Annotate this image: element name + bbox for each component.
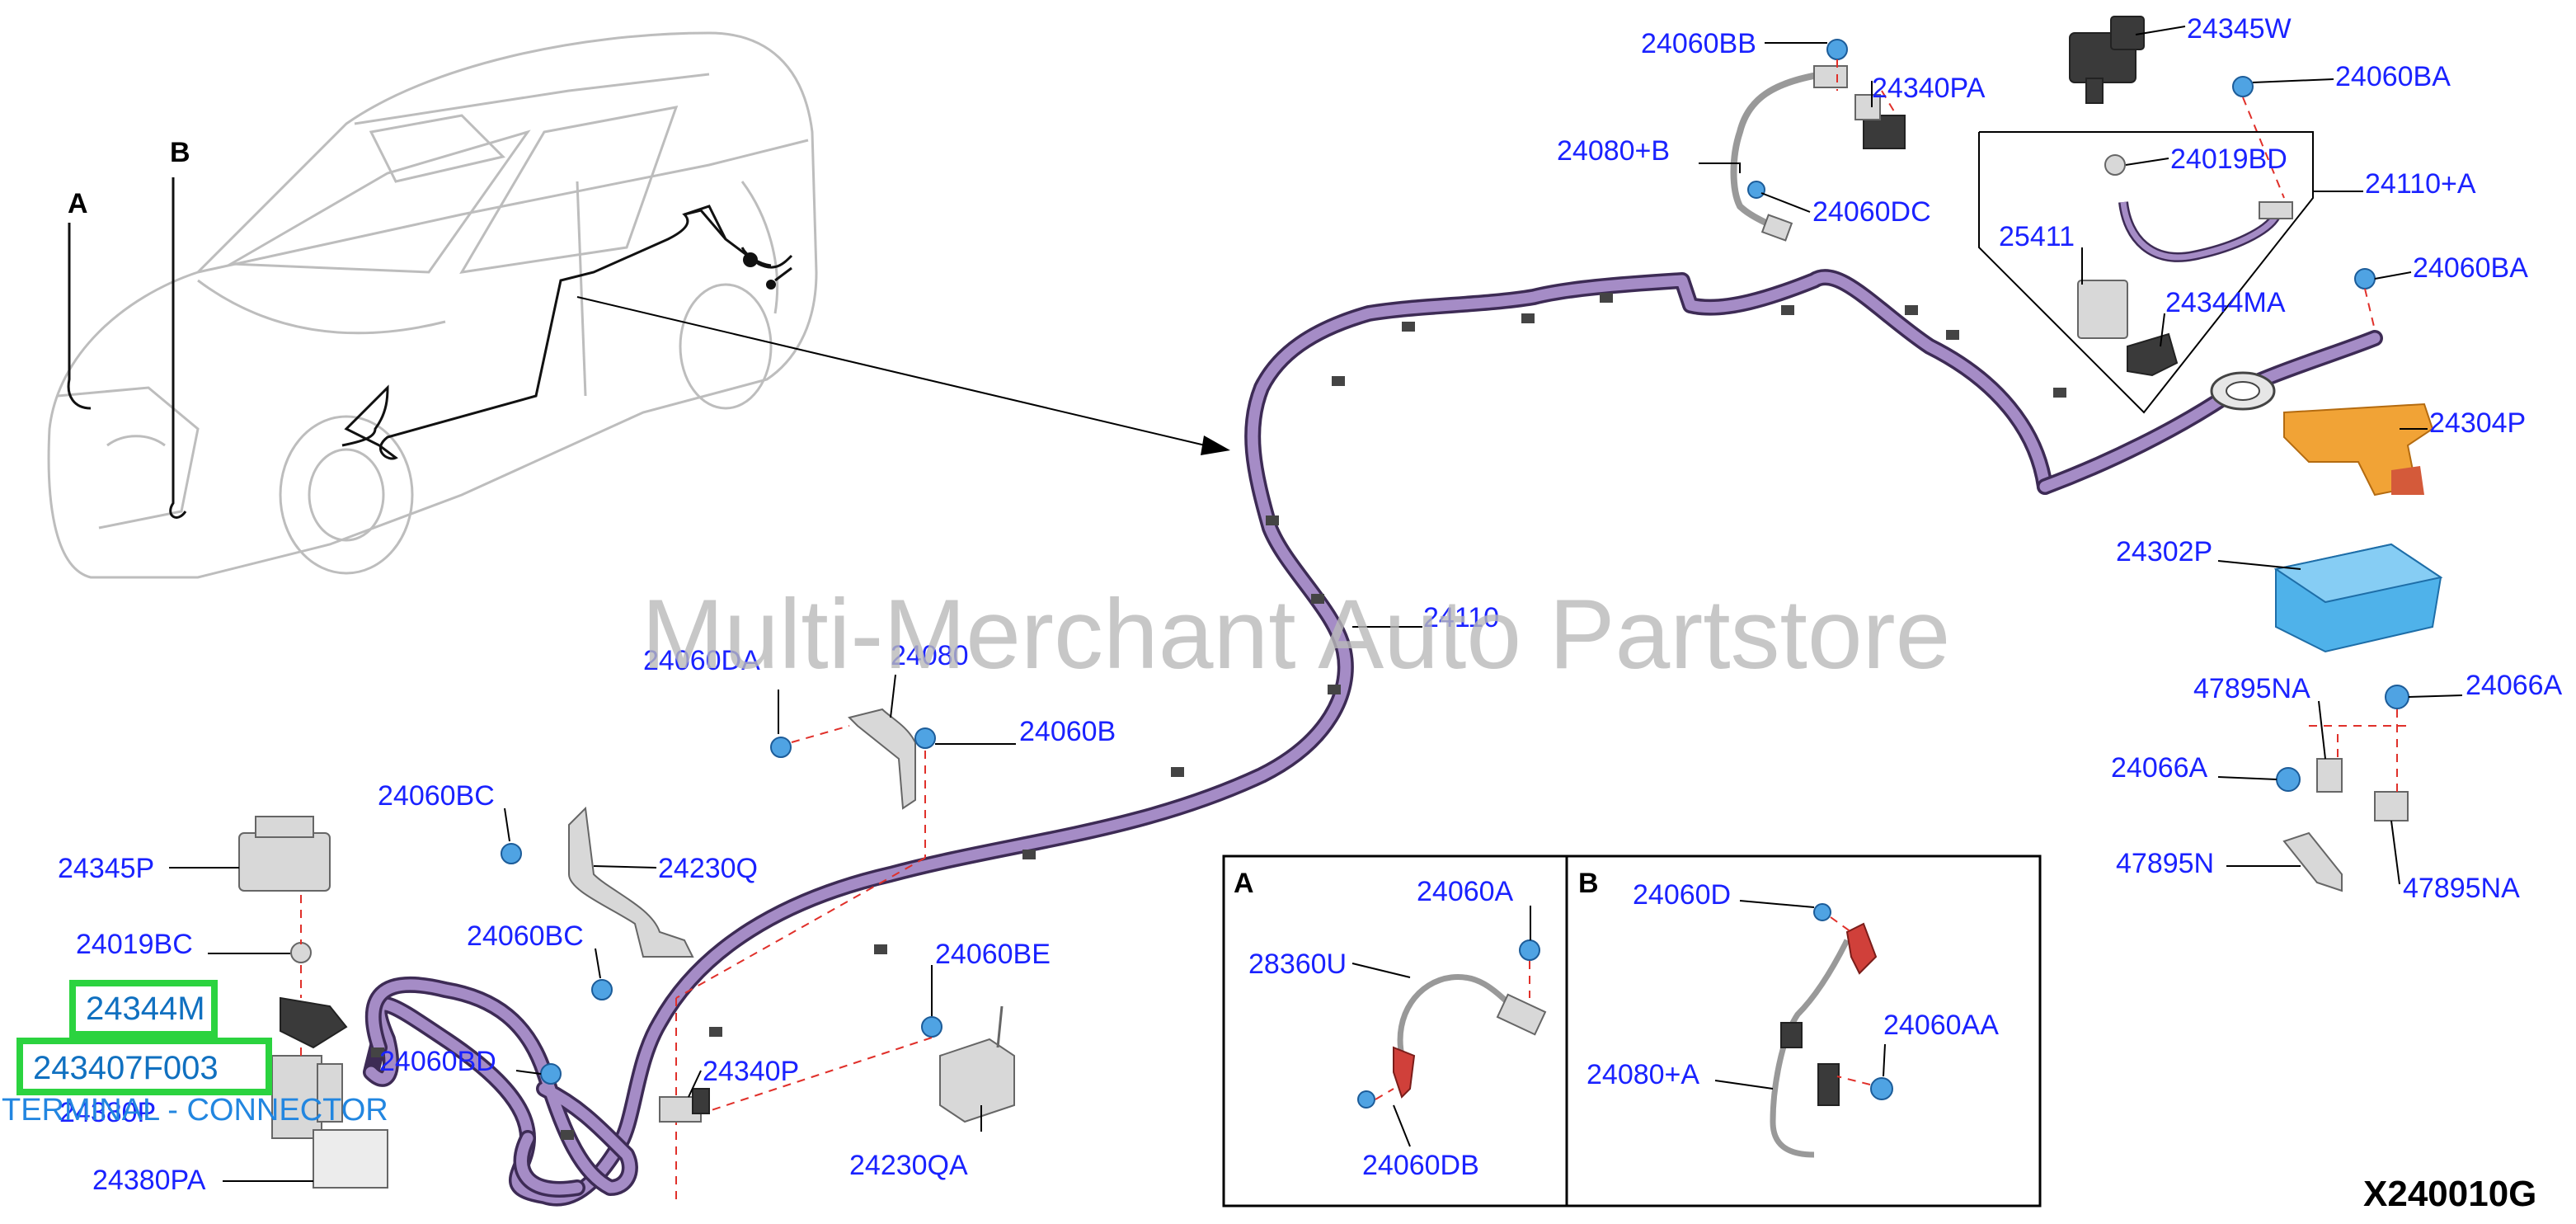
brackets-47895 xyxy=(2276,685,2409,892)
bracket-24080 xyxy=(675,708,936,1204)
bracket-24230qa xyxy=(675,1005,1015,1123)
inset-b-letter: B xyxy=(1578,868,1599,899)
diagram-reference-code: X240010G xyxy=(2363,1174,2536,1214)
highlight-24344m[interactable]: 24344M xyxy=(69,980,218,1038)
bolt-24060ba-mid xyxy=(2354,268,2376,290)
label-47895na-top[interactable]: 47895NA xyxy=(2193,673,2310,704)
label-24060da[interactable]: 24060DA xyxy=(643,645,760,676)
label-24110a[interactable]: 24110+A xyxy=(2365,168,2476,200)
label-24080a[interactable]: 24080+A xyxy=(1586,1059,1699,1090)
label-24380pa[interactable]: 24380PA xyxy=(92,1165,206,1196)
label-24060d[interactable]: 24060D xyxy=(1633,879,1731,911)
part-labels: 24060BB 24340PA 24345W 24060BA 24080+B 2… xyxy=(58,13,2563,1196)
label-24380p[interactable]: 24380P xyxy=(59,1097,156,1128)
label-24019bc[interactable]: 24019BC xyxy=(76,929,193,960)
label-24060bd[interactable]: 24060BD xyxy=(379,1046,496,1077)
inset-24110a xyxy=(1978,131,2314,414)
label-47895n[interactable]: 47895N xyxy=(2116,848,2214,879)
label-24230qa[interactable]: 24230QA xyxy=(849,1150,968,1181)
view-a-letter: A xyxy=(68,188,88,219)
bolt-24060bd xyxy=(540,1063,562,1085)
relay-24345w xyxy=(2069,16,2145,104)
ground-cable-24080b xyxy=(1730,39,1906,242)
bolt-24060ba-top xyxy=(2232,76,2254,97)
label-24060db[interactable]: 24060DB xyxy=(1362,1150,1479,1181)
label-24080b[interactable]: 24080+B xyxy=(1557,135,1670,167)
left-assembly xyxy=(238,816,388,1189)
highlight-243407f003[interactable]: 243407F003 xyxy=(16,1038,272,1095)
label-24066a-left[interactable]: 24066A xyxy=(2111,752,2208,784)
label-24060be[interactable]: 24060BE xyxy=(935,939,1051,970)
watermark: Multi-Merchant Auto Partstore xyxy=(642,579,1950,690)
label-24060dc[interactable]: 24060DC xyxy=(1812,196,1931,228)
label-24340pa[interactable]: 24340PA xyxy=(1872,73,1986,104)
label-24019bd[interactable]: 24019BD xyxy=(2170,144,2287,175)
label-24060bc-1[interactable]: 24060BC xyxy=(378,780,495,812)
highlight-24344m-text: 24344M xyxy=(86,991,205,1027)
label-24110[interactable]: 24110 xyxy=(1423,602,1499,633)
label-24344ma[interactable]: 24344MA xyxy=(2165,287,2286,318)
label-28360u[interactable]: 28360U xyxy=(1248,949,1347,980)
connector-24340p xyxy=(659,1088,710,1123)
label-24060aa[interactable]: 24060AA xyxy=(1883,1010,1999,1041)
label-24066a-right[interactable]: 24066A xyxy=(2466,670,2563,701)
vehicle-overview xyxy=(47,31,818,579)
part-tooltip: TERMINAL - CONNECTOR xyxy=(2,1093,388,1127)
label-47895na-bot[interactable]: 47895NA xyxy=(2403,873,2520,904)
label-24345p[interactable]: 24345P xyxy=(58,853,154,884)
label-24060a[interactable]: 24060A xyxy=(1417,876,1514,907)
label-24230q[interactable]: 24230Q xyxy=(658,853,758,884)
leader-lines xyxy=(169,26,2463,1182)
detail-arrow xyxy=(576,296,1230,455)
label-24060ba-top[interactable]: 24060BA xyxy=(2335,61,2451,92)
highlight-243407f003-text: 243407F003 xyxy=(33,1050,219,1086)
bracket-24230q xyxy=(501,806,694,1000)
main-harness xyxy=(363,269,2383,1207)
label-24060b[interactable]: 24060B xyxy=(1019,716,1116,747)
label-24302p[interactable]: 24302P xyxy=(2116,536,2212,567)
label-24340p[interactable]: 24340P xyxy=(703,1056,799,1087)
label-24060bb[interactable]: 24060BB xyxy=(1641,28,1756,59)
view-b-letter: B xyxy=(170,137,190,168)
label-24080[interactable]: 24080 xyxy=(891,640,969,671)
label-24060ba-mid[interactable]: 24060BA xyxy=(2413,252,2528,284)
label-24345w[interactable]: 24345W xyxy=(2187,13,2292,45)
module-24302p xyxy=(2273,543,2443,653)
inset-a-letter: A xyxy=(1234,868,1254,899)
label-24060bc-2[interactable]: 24060BC xyxy=(467,920,584,952)
inset-box-a-b xyxy=(1222,854,2042,1208)
cover-24304p xyxy=(2283,403,2434,497)
label-24304p[interactable]: 24304P xyxy=(2429,407,2526,439)
label-25411[interactable]: 25411 xyxy=(1999,221,2075,252)
